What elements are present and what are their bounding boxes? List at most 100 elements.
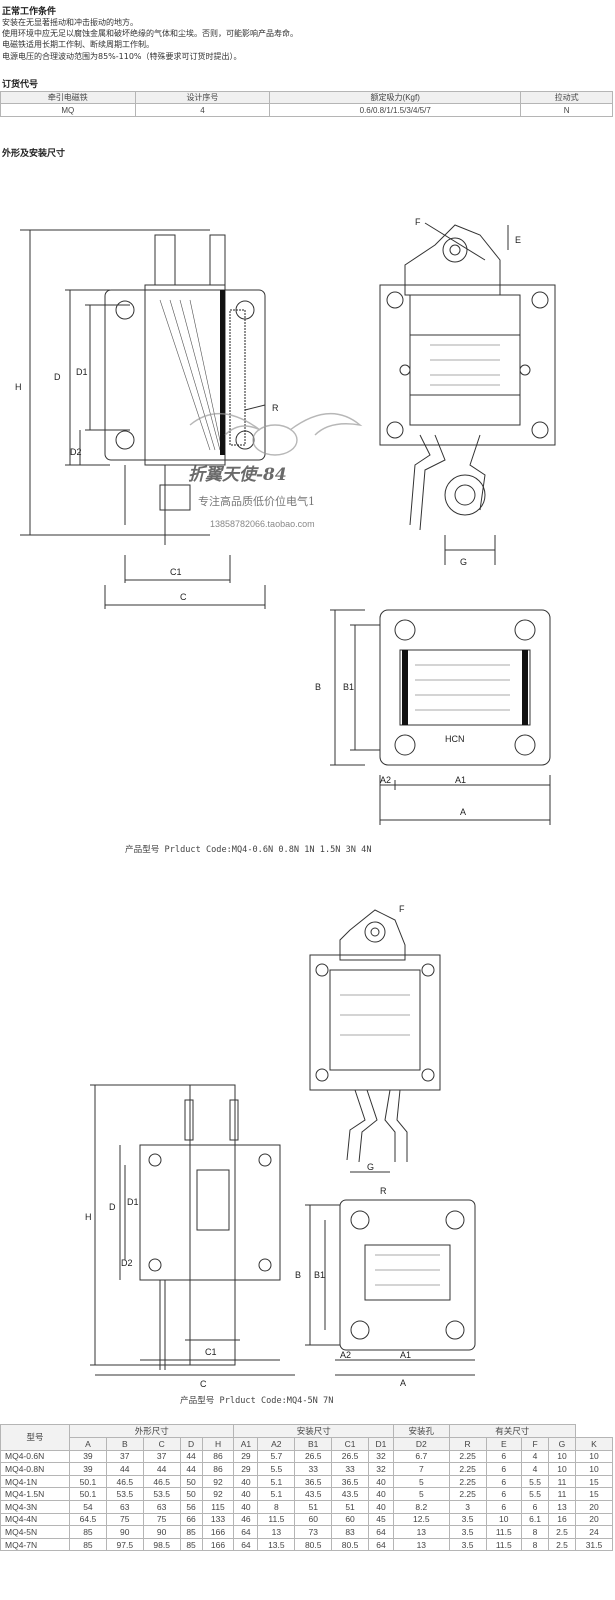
side-view-large-drawing: G F [309,904,441,1173]
spec-value-cell: 26.5 [294,1449,333,1464]
condition-line: 电磁铁适用长期工作制、断续周期工作制。 [2,40,154,50]
label-B: B [315,682,321,692]
label-A: A [460,807,466,817]
bottom-view-large-drawing: R B B1 A2 A1 A [295,1186,476,1388]
spec-value-cell: 54 [69,1499,107,1514]
spec-value-cell: 85 [69,1525,107,1539]
spec-value-cell: 3.5 [448,1525,487,1539]
spec-model-cell: MQ4-1.5N [0,1487,70,1501]
condition-line: 电源电压的合理波动范围为85%-110%（特殊要求可订货时提出）。 [2,51,242,61]
spec-value-cell: 6 [485,1449,523,1464]
spec-value-cell: 2.25 [448,1474,487,1489]
spec-value-cell: 20 [574,1499,614,1514]
label-C1: C1 [170,567,182,577]
label-A-large: A [400,1378,406,1388]
spec-model-cell: MQ4-3N [0,1499,70,1514]
spec-value-cell: 51 [294,1499,333,1514]
conditions-title: 正常工作条件 [2,7,57,17]
order-header: 拉动式 [520,91,613,104]
spec-value-cell: 10 [548,1449,576,1464]
label-C-large: C [200,1379,207,1389]
spec-value-cell: 24 [574,1525,614,1539]
spec-model-cell: MQ4-0.6N [0,1449,70,1464]
spec-value-cell: 2.25 [448,1487,487,1501]
label-A2: A2 [380,775,391,785]
order-title: 订货代号 [2,80,39,90]
label-F: F [415,217,421,227]
spec-value-cell: 63 [105,1499,144,1514]
spec-value-cell: 53.5 [142,1487,181,1501]
spec-value-cell: 64 [233,1525,259,1539]
spec-value-cell: 5.1 [257,1487,296,1501]
spec-value-cell: 80.5 [294,1537,333,1552]
spec-value-cell: 43.5 [294,1487,333,1501]
spec-value-cell: 44 [179,1449,203,1464]
label-C1-large: C1 [205,1347,217,1357]
spec-value-cell: 40 [368,1487,394,1501]
spec-model-cell: MQ4-7N [0,1537,70,1552]
bottom-view-drawing: B B1 HCN A2 A1 A [315,609,551,825]
spec-value-cell: 83 [331,1525,369,1539]
spec-model-cell: MQ4-4N [0,1512,70,1527]
label-B1-large: B1 [314,1270,325,1280]
label-H-large: H [85,1212,92,1222]
spec-group-header: 安装孔 [392,1424,450,1438]
spec-column-header: A1 [233,1437,259,1451]
spec-value-cell: 29 [233,1449,259,1464]
spec-value-cell: 2.25 [448,1462,487,1476]
spec-model-cell: MQ4-1N [0,1474,70,1489]
spec-value-cell: 40 [368,1499,394,1514]
spec-value-cell: 64.5 [69,1512,107,1527]
spec-model-cell: MQ4-0.8N [0,1462,70,1476]
spec-value-cell: 44 [105,1462,144,1476]
order-header: 牵引电磁铁 [0,91,136,104]
spec-value-cell: 43.5 [331,1487,369,1501]
spec-column-header: H [201,1437,235,1451]
label-E: E [515,235,521,245]
condition-line: 安装在无显著摇动和冲击振动的地方。 [2,18,138,27]
spec-value-cell: 13 [257,1525,296,1539]
spec-column-header: D [179,1437,203,1451]
spec-value-cell: 10 [574,1449,614,1464]
spec-value-cell: 5.1 [257,1474,296,1489]
spec-value-cell: 46.5 [105,1474,144,1489]
spec-value-cell: 64 [368,1537,394,1552]
label-A1-large: A1 [400,1350,411,1360]
spec-column-header: G [548,1437,576,1451]
spec-value-cell: 39 [69,1462,107,1476]
spec-value-cell: 40 [233,1499,259,1514]
label-A1: A1 [455,775,466,785]
label-H: H [15,382,22,392]
spec-value-cell: 5.5 [521,1474,550,1489]
front-view-large-drawing: H D D1 D2 C1 C [85,1084,295,1389]
spec-value-cell: 20 [574,1512,614,1527]
spec-value-cell: 13.5 [257,1537,296,1552]
spec-value-cell: 56 [179,1499,203,1514]
spec-value-cell: 5.5 [521,1487,550,1501]
front-view-drawing: H D D1 D2 R C1 C [15,229,279,609]
spec-value-cell: 37 [142,1449,181,1464]
spec-value-cell: 45 [368,1512,394,1527]
spec-value-cell: 5.5 [257,1462,296,1476]
spec-value-cell: 33 [294,1462,333,1476]
order-code-table: 牵引电磁铁 设计序号 额定吸力(Kgf) 拉动式 MQ 4 0.6/0.8/1/… [0,91,613,117]
spec-value-cell: 46 [233,1512,259,1527]
spec-value-cell: 11 [548,1487,576,1501]
spec-group-header: 安装尺寸 [233,1424,394,1438]
spec-value-cell: 33 [331,1462,369,1476]
spec-column-header: C1 [331,1437,369,1451]
caption-2: 产品型号 Prlduct Code:MQ4-5N 7N [180,1396,334,1406]
spec-value-cell: 8 [521,1537,550,1552]
label-HCN: HCN [445,734,465,744]
spec-model-header: 型号 [0,1424,70,1451]
watermark-url: 13858782066.taobao.com [210,519,315,529]
spec-model-cell: MQ4-5N [0,1525,70,1539]
spec-column-header: B [105,1437,144,1451]
label-A2-large: A2 [340,1350,351,1360]
spec-value-cell: 32 [368,1462,394,1476]
spec-value-cell: 63 [142,1499,181,1514]
spec-value-cell: 11 [548,1474,576,1489]
